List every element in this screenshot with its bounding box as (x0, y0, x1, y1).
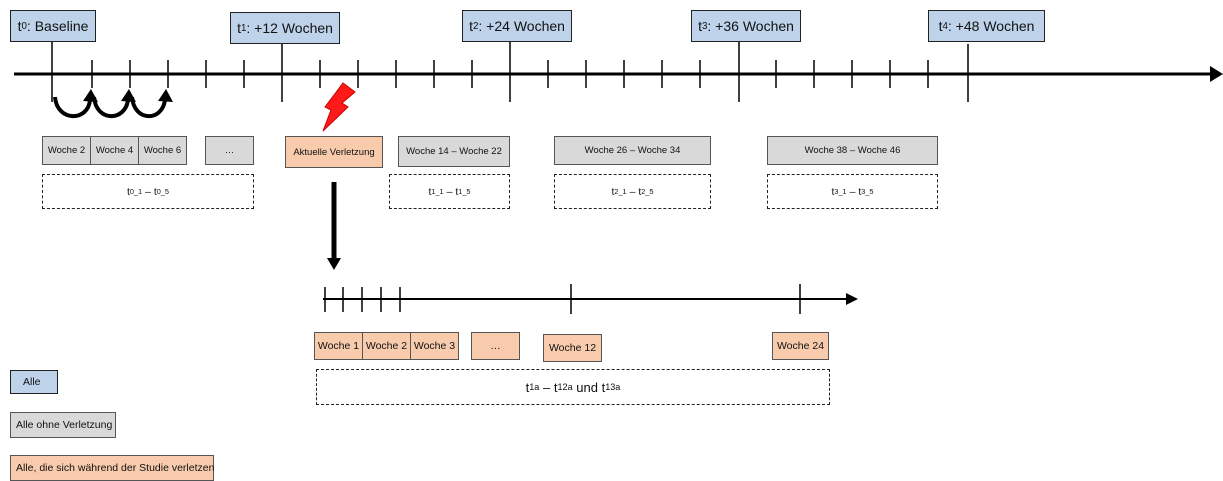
milestone-t0-sub: 0 (21, 20, 27, 32)
range-a-sub: 0_1 (129, 187, 143, 196)
injury-timeline-ticks (324, 284, 801, 314)
range-dash: – (846, 185, 859, 198)
milestone-t1-sym: t (237, 20, 241, 36)
injury-range-a: t (525, 379, 530, 395)
range-a: t (126, 185, 130, 198)
loop-arrow (53, 96, 92, 119)
injury-range-a-sub: 1a (529, 382, 540, 392)
milestone-t2-sub: 2 (472, 20, 479, 32)
loop-arrow-heads (83, 89, 173, 102)
range-dash: – (626, 185, 639, 198)
range-b: t (455, 185, 459, 198)
injury-week-box-ellipsis: … (471, 332, 520, 360)
milestone-t2-text: : +24 Wochen (478, 18, 565, 34)
loop-arrow (92, 96, 130, 119)
milestone-t3-text: : +36 Wochen (707, 18, 794, 34)
range-dash: – (443, 185, 456, 198)
range-b: t (153, 185, 157, 198)
repeat-loop-arrows (53, 96, 167, 119)
range-b-sub: 1_5 (458, 187, 471, 196)
range-b-sub: 3_5 (861, 187, 874, 196)
range-b: t (638, 185, 642, 198)
week-box: Woche 4 (90, 136, 139, 165)
legend-all: Alle (10, 370, 58, 394)
range-a-sub: 3_1 (834, 187, 847, 196)
week-range-box: Woche 26 – Woche 34 (554, 136, 711, 165)
injury-week-box: Woche 2 (362, 332, 411, 360)
week-box: Woche 6 (138, 136, 187, 165)
milestone-ticks (51, 42, 969, 102)
range-a: t (428, 185, 432, 198)
range-dash: – (142, 185, 154, 198)
milestone-t4-text: : +48 Wochen (947, 18, 1035, 34)
injury-week-box: Woche 1 (314, 332, 363, 360)
loop-arrow-head (158, 89, 173, 102)
main-timeline-arrowhead (1210, 66, 1223, 82)
injury-range-c-sub: 13a (605, 382, 621, 392)
legend-no-injury: Alle ohne Verletzung (10, 412, 116, 438)
week-box: Woche 2 (42, 136, 91, 165)
injury-timeline-arrowhead (846, 293, 858, 305)
injury-range-c: t (601, 379, 606, 395)
week-box-ellipsis: … (205, 136, 254, 165)
milestone-t3-sym: t (698, 18, 702, 34)
injury-range-b-sub: 12a (557, 382, 573, 392)
lightning-icon (322, 82, 356, 132)
legend-injured: Alle, die sich während der Studie verlet… (10, 455, 214, 481)
range-a-sub: 2_1 (614, 187, 627, 196)
milestone-t1-sub: 1 (240, 22, 247, 34)
current-injury-box: Aktuelle Verletzung (285, 136, 383, 168)
loop-arrow (130, 96, 167, 119)
milestone-t0-sym: t (17, 18, 22, 34)
week-range-box: Woche 14 – Woche 22 (398, 136, 510, 167)
milestone-t4-sym: t (938, 18, 943, 34)
range-a-sub: 1_1 (431, 187, 444, 196)
milestone-t1-text: : +12 Wochen (246, 20, 333, 36)
week-range-box: Woche 38 – Woche 46 (767, 136, 938, 165)
milestone-t4-sub: 4 (942, 20, 948, 32)
milestone-t3-sub: 3 (701, 20, 708, 32)
injury-range-und: und (572, 379, 602, 395)
injury-range-b: t (553, 379, 558, 395)
main-timeline-ticks (91, 60, 929, 88)
milestone-t2-sym: t (469, 18, 473, 34)
down-arrow-head (327, 258, 341, 270)
range-b-sub: 0_5 (156, 187, 170, 196)
range-b-sub: 2_5 (641, 187, 654, 196)
loop-arrow-head (121, 89, 136, 102)
injury-week-box: Woche 3 (410, 332, 459, 360)
injury-range-dash: – (539, 379, 554, 395)
range-b: t (858, 185, 862, 198)
milestone-t0-text: : Baseline (26, 18, 89, 34)
injury-week-box: Woche 24 (772, 332, 829, 360)
injury-week-box: Woche 12 (543, 334, 602, 362)
loop-arrow-head (83, 89, 98, 102)
range-a: t (611, 185, 615, 198)
range-a: t (831, 185, 835, 198)
